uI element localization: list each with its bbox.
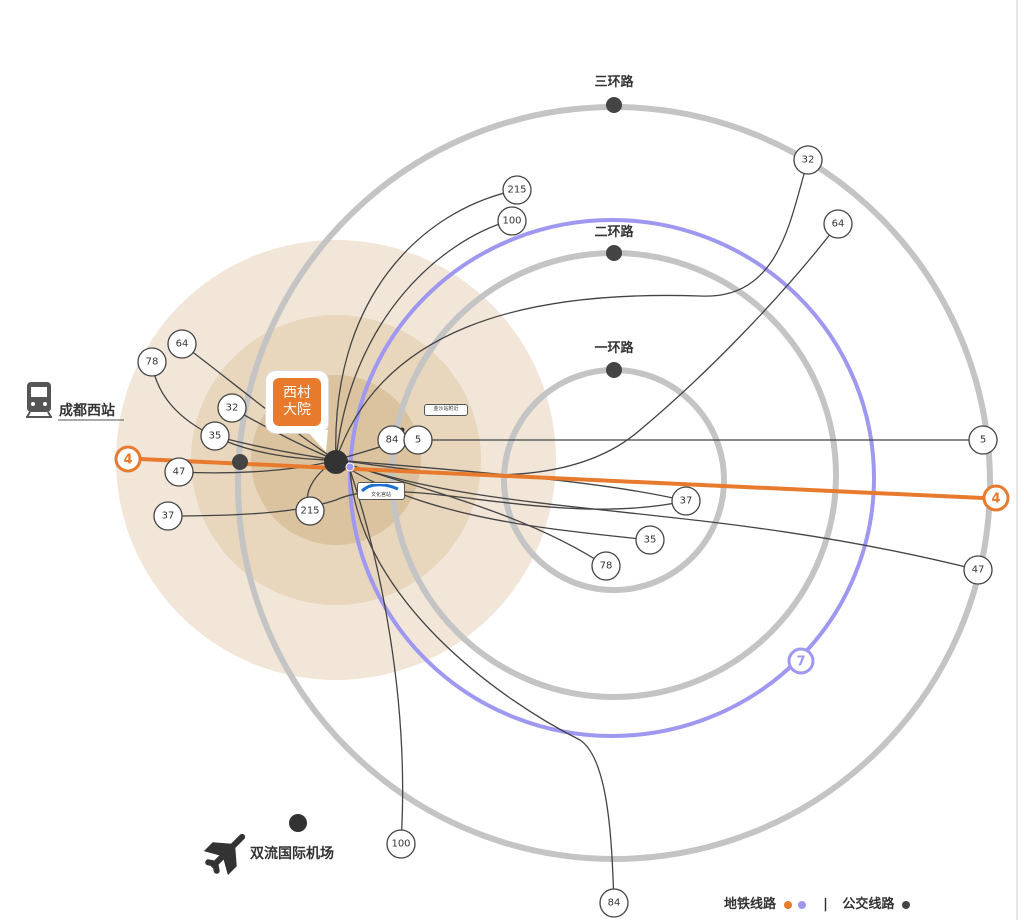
legend-bus-dot xyxy=(901,900,910,909)
ring-labels: 一环路 二环路 三环路 xyxy=(594,74,634,378)
bus-badge-35: 35 xyxy=(200,421,230,451)
svg-text:32: 32 xyxy=(802,155,815,166)
metro-4-badge-east: 4 xyxy=(982,484,1010,512)
bus-badge-64: 64 xyxy=(823,209,853,239)
airport-dot xyxy=(289,814,307,832)
bus-route-47-east xyxy=(335,459,979,571)
bus-badge-100: 100 xyxy=(497,206,527,236)
bus-route-35-west xyxy=(214,435,337,461)
svg-text:47: 47 xyxy=(173,467,186,478)
svg-text:32: 32 xyxy=(226,403,239,414)
svg-text:84: 84 xyxy=(386,435,399,446)
bus-badge-5: 5 xyxy=(403,425,433,455)
svg-text:215: 215 xyxy=(507,185,526,196)
airplane-icon xyxy=(203,833,246,876)
svg-text:100: 100 xyxy=(391,839,410,850)
metro-line-7 xyxy=(348,218,876,738)
svg-text:100: 100 xyxy=(502,216,521,227)
svg-text:4: 4 xyxy=(991,492,1000,507)
bus-badge-37: 37 xyxy=(671,486,701,516)
bus-route-47-west xyxy=(178,459,337,474)
svg-text:64: 64 xyxy=(832,219,845,230)
chengdu-west-stop-dot xyxy=(232,454,248,470)
bus-badge-47: 47 xyxy=(164,457,194,487)
svg-text:4: 4 xyxy=(123,453,132,468)
bus-badge-215: 215 xyxy=(295,496,325,526)
bus-route-215-north xyxy=(335,189,518,461)
svg-text:5: 5 xyxy=(980,435,986,446)
train-icon xyxy=(26,382,52,418)
legend-bus-label: 公交线路 xyxy=(842,897,895,912)
svg-text:37: 37 xyxy=(162,511,175,522)
bus-badge-64: 64 xyxy=(167,329,197,359)
bus-badge-35: 35 xyxy=(635,525,665,555)
bus-badge-84: 84 xyxy=(377,425,407,455)
metro-4-badge-west: 4 xyxy=(114,445,142,473)
stop-sign-a: 金沙站附近 xyxy=(424,404,468,416)
bus-route-100-north xyxy=(335,219,513,461)
legend-metro4-dot xyxy=(783,900,792,909)
metro-transfer-dot xyxy=(345,462,355,472)
ring-2-dot xyxy=(606,245,622,261)
legend-separator: | xyxy=(823,897,828,912)
bus-route-32 xyxy=(335,159,809,461)
svg-text:35: 35 xyxy=(644,535,657,546)
ring-2-label: 二环路 xyxy=(594,224,634,240)
legend-metro-label: 地铁线路 xyxy=(724,897,777,912)
bus-badge-100: 100 xyxy=(386,829,416,859)
bus-route-35-east xyxy=(335,459,651,541)
bus-badge-78: 78 xyxy=(137,347,167,377)
bus-badge-32: 32 xyxy=(217,393,247,423)
svg-text:5: 5 xyxy=(415,435,421,446)
svg-text:7: 7 xyxy=(796,655,805,670)
legend-metro7-dot xyxy=(797,900,806,909)
svg-text:215: 215 xyxy=(300,506,319,517)
svg-text:78: 78 xyxy=(146,357,159,368)
svg-text:47: 47 xyxy=(972,565,985,576)
bus-route-64-west xyxy=(181,343,337,461)
bus-badge-84: 84 xyxy=(599,888,629,918)
airport-label: 双流国际机场 xyxy=(250,846,334,862)
bus-badge-78: 78 xyxy=(591,551,621,581)
bus-badge-37: 37 xyxy=(153,501,183,531)
stop-sign-b: 文化宫站 xyxy=(357,482,405,500)
ring-1-dot xyxy=(606,362,622,378)
svg-text:84: 84 xyxy=(608,898,621,909)
poi-label: 西村大院 xyxy=(283,385,311,418)
bus-route-100-south xyxy=(349,469,404,844)
ring-3-label: 三环路 xyxy=(594,74,634,90)
ring-1-label: 一环路 xyxy=(594,340,634,356)
ring-3-dot xyxy=(606,97,622,113)
wave-icon xyxy=(360,484,399,492)
poi-marker[interactable]: 西村大院 xyxy=(266,371,328,433)
poi-pointer xyxy=(306,430,328,452)
svg-text:37: 37 xyxy=(680,496,693,507)
svg-text:78: 78 xyxy=(600,561,613,572)
svg-text:35: 35 xyxy=(209,431,222,442)
bus-badge-215: 215 xyxy=(502,175,532,205)
svg-text:64: 64 xyxy=(176,339,189,350)
poi-hub-dot xyxy=(324,450,348,474)
bus-badge-5: 5 xyxy=(968,425,998,455)
bus-badge-47: 47 xyxy=(963,555,993,585)
map-legend: 地铁线路 | 公交线路 xyxy=(724,893,913,912)
metro-line-4 xyxy=(139,457,984,500)
poi-label-box: 西村大院 xyxy=(273,378,321,426)
chengdu-west-station-label: 成都西站 xyxy=(59,403,115,419)
metro-7-badge: 7 xyxy=(787,647,815,675)
stop-sign-b-label: 文化宫站 xyxy=(370,492,391,498)
bus-route-84-south xyxy=(349,469,615,904)
bus-badge-32: 32 xyxy=(793,145,823,175)
